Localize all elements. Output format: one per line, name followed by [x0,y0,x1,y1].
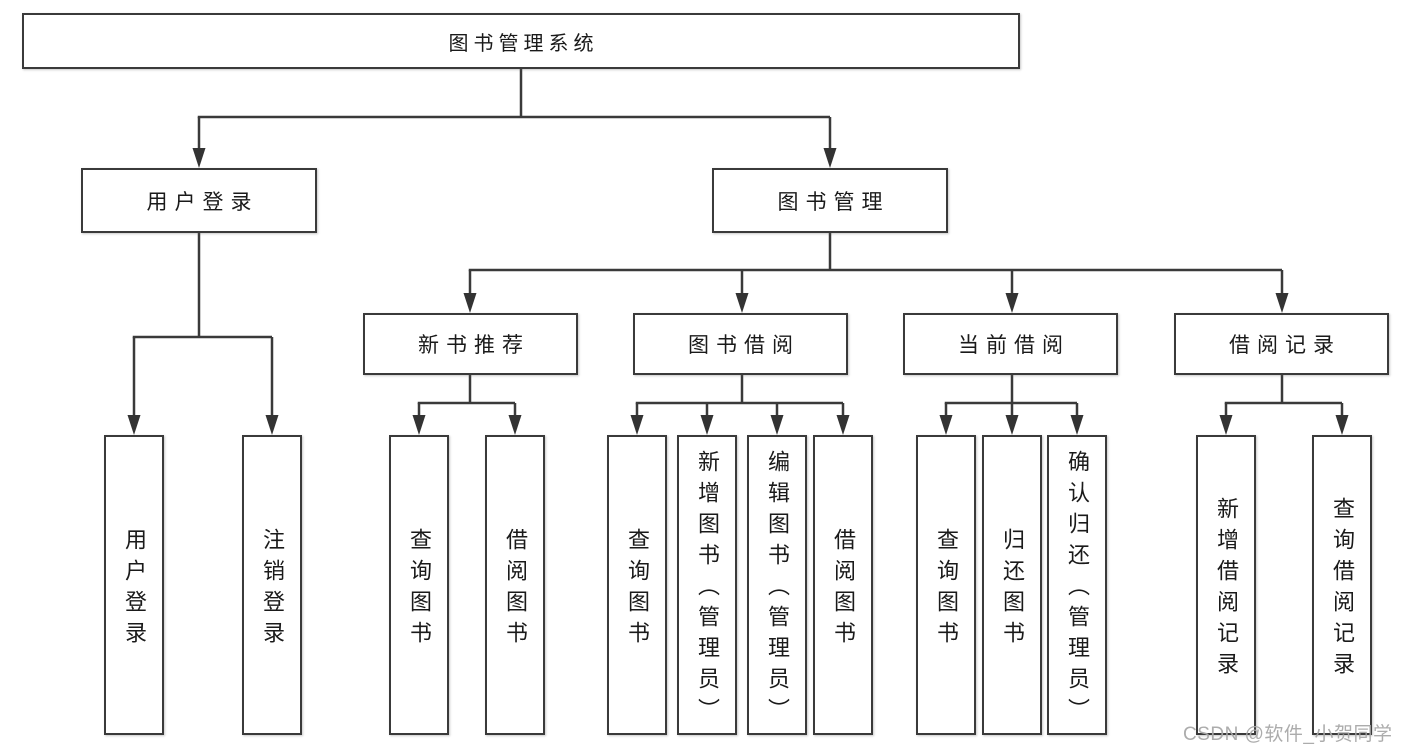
leaf-label: 借阅图书 [503,527,528,652]
node-borrowing-records: 借阅记录 [1174,313,1389,375]
node-current-borrowing: 当前借阅 [903,313,1118,375]
leaf-records-query-borrow-record: 查询借阅记录 [1312,435,1372,735]
node-library-management-system: 图书管理系统 [22,13,1020,69]
leaf-borrowing-query-books: 查询图书 [607,435,667,735]
leaf-current-confirm-return-admin: 确认归还（管理员） [1047,435,1107,735]
leaf-label: 查询借阅记录 [1330,496,1355,683]
node-label: 当前借阅 [958,334,1070,357]
leaf-records-add-borrow-record: 新增借阅记录 [1196,435,1256,735]
leaf-label: 用户登录 [122,527,147,652]
node-label: 用户登录 [146,190,259,214]
node-book-borrowing: 图书借阅 [633,313,848,375]
leaf-label: 查询图书 [625,527,650,652]
leaf-user-login: 用户登录 [104,435,164,735]
node-label: 图书借阅 [688,334,800,357]
leaf-label: 新增图书（管理员） [695,450,720,729]
leaf-label: 借阅图书 [831,527,856,652]
node-label: 图书管理系统 [448,32,599,55]
leaf-label: 确认归还（管理员） [1065,450,1090,729]
node-label: 图书管理 [777,190,890,214]
leaf-recommend-borrow-books: 借阅图书 [485,435,545,735]
leaf-label: 查询图书 [407,527,432,652]
leaf-label: 注销登录 [260,527,285,652]
leaf-label: 编辑图书（管理员） [765,450,790,729]
node-user-login: 用户登录 [81,168,317,233]
leaf-recommend-query-books: 查询图书 [389,435,449,735]
leaf-current-return-books: 归还图书 [982,435,1042,735]
leaf-label: 新增借阅记录 [1214,496,1239,683]
leaf-borrowing-add-books-admin: 新增图书（管理员） [677,435,737,735]
leaf-logout-login: 注销登录 [242,435,302,735]
node-book-management: 图书管理 [712,168,948,233]
node-new-book-recommendation: 新书推荐 [363,313,578,375]
csdn-watermark: CSDN @软件_小贺同学 [1183,724,1393,745]
leaf-label: 查询图书 [934,527,959,652]
leaf-borrowing-edit-books-admin: 编辑图书（管理员） [747,435,807,735]
node-label: 借阅记录 [1229,334,1341,357]
leaf-label: 归还图书 [1000,527,1025,652]
node-label: 新书推荐 [418,334,530,357]
leaf-borrowing-borrow-books: 借阅图书 [813,435,873,735]
leaf-current-query-books: 查询图书 [916,435,976,735]
arrowheads [127,148,1349,435]
